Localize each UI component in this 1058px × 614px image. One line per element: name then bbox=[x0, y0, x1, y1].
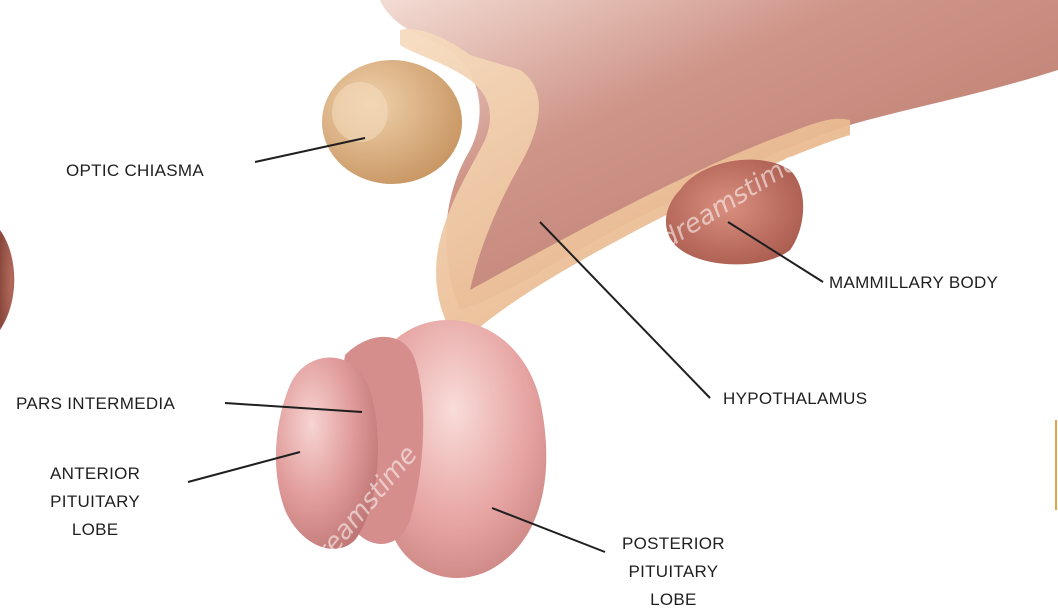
hypothalamus-label: HYPOTHALAMUS bbox=[723, 388, 867, 410]
anterior-lobe-label-line3: LOBE bbox=[50, 516, 140, 544]
posterior-lobe-label-line1: POSTERIOR bbox=[622, 530, 725, 558]
anterior-lobe-label-line1: ANTERIOR bbox=[50, 460, 140, 488]
anterior-lobe-label-line2: PITUITARY bbox=[50, 488, 140, 516]
optic-chiasma-label: OPTIC CHIASMA bbox=[66, 160, 204, 182]
posterior-lobe-label: POSTERIOR PITUITARY LOBE bbox=[622, 530, 725, 614]
brain-edge-shape bbox=[0, 230, 14, 330]
anterior-lobe-label: ANTERIOR PITUITARY LOBE bbox=[50, 460, 140, 544]
mammillary-body-label: MAMMILLARY BODY bbox=[829, 272, 998, 294]
posterior-lobe-label-line2: PITUITARY bbox=[622, 558, 725, 586]
pars-intermedia-label: PARS INTERMEDIA bbox=[16, 393, 175, 415]
posterior-lobe-label-line3: LOBE bbox=[622, 586, 725, 614]
